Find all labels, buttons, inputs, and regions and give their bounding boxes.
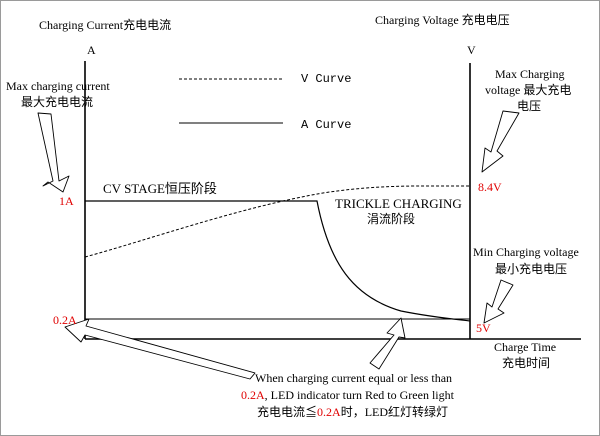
a-curve bbox=[85, 200, 471, 322]
max-current-arrow bbox=[37, 112, 70, 193]
max-current-callout-en: Max charging current bbox=[6, 79, 110, 93]
led-note-line3-a: 充电电流≦ bbox=[257, 405, 318, 419]
tick-current-low: 0.2A bbox=[53, 313, 77, 327]
x-axis-title-en: Charge Time bbox=[494, 340, 557, 354]
max-voltage-callout-line3: 电压 bbox=[517, 99, 542, 113]
legend-a-curve-label: A Curve bbox=[301, 118, 352, 132]
led-note-line3: 充电电流≦0.2A时，LED红灯转绿灯 bbox=[257, 406, 448, 418]
led-note-line1: When charging current equal or less than bbox=[255, 371, 453, 385]
max-voltage-arrow bbox=[481, 110, 520, 173]
right-axis-title: Charging Voltage 充电电压 bbox=[375, 13, 510, 27]
led-note-threshold-en: 0.2A bbox=[241, 388, 265, 402]
legend-v-curve-label: V Curve bbox=[301, 72, 352, 86]
v-curve bbox=[84, 185, 470, 258]
x-axis-title-cn: 充电时间 bbox=[502, 356, 551, 370]
tick-voltage-low: 5V bbox=[476, 321, 491, 335]
min-voltage-callout-cn: 最小充电电压 bbox=[495, 262, 568, 276]
led-note-line2-text: , LED indicator turn Red to Green light bbox=[264, 388, 454, 402]
led-note-threshold-cn: 0.2A bbox=[317, 405, 341, 419]
cv-stage-label: CV STAGE恒压阶段 bbox=[103, 181, 217, 196]
max-current-callout-cn: 最大充电电流 bbox=[21, 95, 94, 109]
left-axis-title: Charging Current充电电流 bbox=[39, 18, 172, 32]
trickle-stage-label-en: TRICKLE CHARGING bbox=[335, 196, 462, 211]
max-voltage-callout-line2: voltage 最大充电 bbox=[485, 83, 572, 97]
min-voltage-callout-en: Min Charging voltage bbox=[473, 245, 579, 259]
left-axis-unit: A bbox=[87, 43, 96, 57]
led-note-line2: 0.2A, LED indicator turn Red to Green li… bbox=[241, 389, 454, 401]
min-voltage-arrow bbox=[483, 279, 514, 324]
tick-voltage-high: 8.4V bbox=[478, 180, 502, 194]
note-arrow-left bbox=[64, 318, 256, 380]
led-note-line3-b: 时，LED红灯转绿灯 bbox=[340, 405, 449, 419]
note-arrow-right bbox=[369, 317, 406, 370]
right-axis-unit: V bbox=[467, 43, 476, 57]
max-voltage-callout-line1: Max Charging bbox=[495, 67, 565, 81]
trickle-stage-label-cn: 涓流阶段 bbox=[367, 212, 416, 226]
tick-current-high: 1A bbox=[59, 194, 74, 208]
